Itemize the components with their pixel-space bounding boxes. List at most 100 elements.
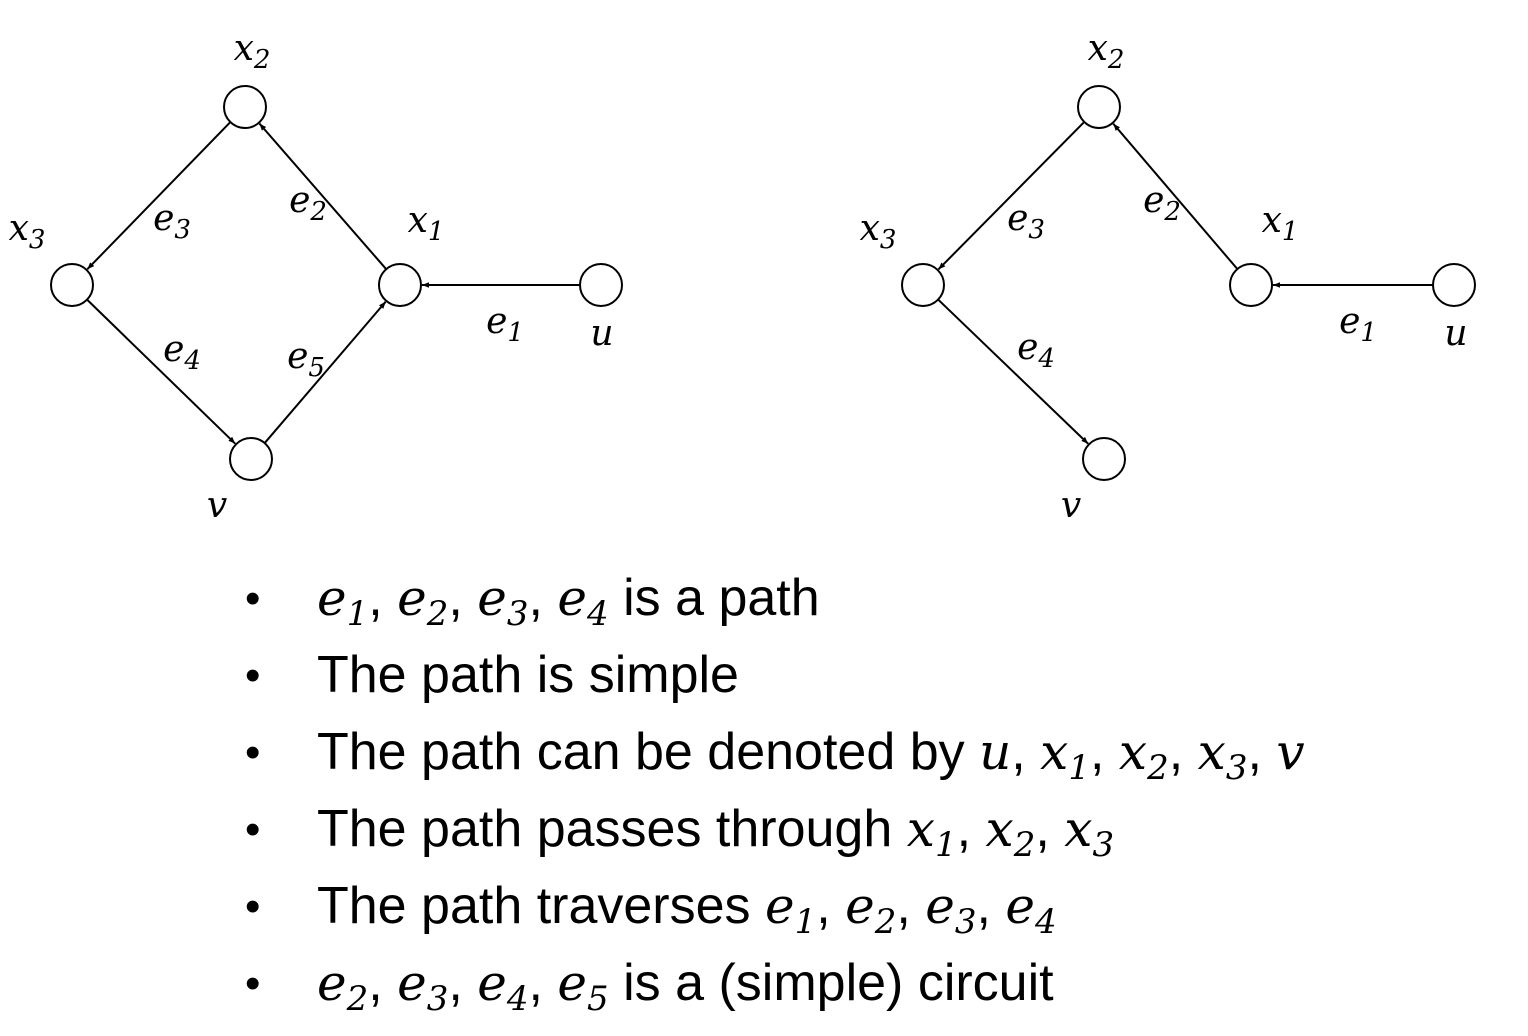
math-symbol: e3	[397, 954, 448, 1016]
node-v	[1082, 437, 1126, 481]
edge-label-e4: e4	[163, 329, 201, 376]
bullet-text: is a (simple) circuit	[608, 954, 1054, 1012]
bullet-text: The path is simple	[317, 646, 739, 704]
bullet-item: •e2, e3, e4, e5 is a (simple) circuit	[245, 945, 1305, 1022]
edge-e2-arrow	[258, 122, 387, 270]
math-variable: x	[985, 800, 1014, 858]
math-symbol: e4	[477, 954, 528, 1016]
node-label-v: v	[207, 485, 227, 526]
bullet-text: The path passes through	[317, 800, 907, 858]
math-symbol: x1	[1040, 723, 1090, 785]
edge-label-e2: e2	[289, 180, 327, 227]
edge-label-e1: e1	[486, 301, 524, 348]
math-symbol: v	[1276, 723, 1304, 781]
edge-label-e5: e5	[287, 336, 325, 383]
math-symbol: e3	[925, 877, 976, 939]
math-subscript: 2	[426, 594, 449, 634]
bullet-dot-icon: •	[245, 882, 261, 931]
math-subscript: 3	[426, 979, 449, 1019]
math-variable: e	[557, 954, 588, 1012]
node-label-x3: x3	[9, 208, 46, 255]
math-variable: x	[1118, 723, 1148, 781]
edge-e4-arrow	[937, 298, 1089, 445]
math-variable: e	[765, 877, 795, 935]
edge-e3-arrow	[86, 121, 232, 270]
bullet-text: ,	[1090, 723, 1119, 781]
bullet-dot-icon: •	[245, 574, 261, 623]
node-label-u: u	[590, 313, 613, 354]
node-x1	[1229, 263, 1273, 307]
bullet-dot-icon: •	[245, 959, 261, 1008]
math-variable: e	[317, 954, 347, 1012]
math-subscript: 2	[346, 979, 369, 1019]
node-u	[1432, 263, 1476, 307]
math-symbol: e4	[557, 569, 608, 631]
math-symbol: e4	[1005, 877, 1056, 939]
math-subscript: 4	[587, 594, 609, 634]
edge-label-e3: e3	[153, 198, 191, 245]
math-symbol: e5	[557, 954, 608, 1016]
bullet-text: ,	[1035, 800, 1065, 858]
math-variable: v	[1276, 723, 1305, 781]
math-symbol: x3	[1198, 723, 1248, 785]
math-subscript: 5	[587, 979, 609, 1019]
math-variable: e	[1005, 877, 1036, 935]
math-subscript: 3	[1225, 748, 1248, 788]
bullet-item: •e1, e2, e3, e4 is a path	[245, 560, 1305, 637]
bullet-text: ,	[976, 877, 1006, 935]
bullet-item: • The path is simple	[245, 637, 1305, 714]
bullet-text: ,	[1011, 723, 1041, 781]
node-x3	[50, 263, 94, 307]
bullet-text: is a path	[608, 569, 820, 627]
node-label-x1: x1	[1262, 200, 1299, 247]
edge-label-e4: e4	[1017, 327, 1055, 374]
math-subscript: 4	[1035, 902, 1057, 942]
math-subscript: 2	[874, 902, 897, 942]
edge-label-e3: e3	[1007, 198, 1045, 245]
node-label-x2: x2	[1088, 28, 1125, 75]
math-variable: e	[477, 954, 507, 1012]
bullet-text: ,	[896, 877, 926, 935]
math-symbol: x2	[1118, 723, 1169, 785]
math-subscript: 3	[1092, 825, 1115, 865]
bullet-item: •The path traverses e1, e2, e3, e4	[245, 868, 1305, 945]
bullet-text: ,	[368, 954, 398, 1012]
math-symbol: e1	[765, 877, 816, 939]
bullet-text: ,	[956, 800, 986, 858]
node-x3	[901, 263, 945, 307]
math-symbol: e3	[477, 569, 528, 631]
edge-e3-arrow	[937, 121, 1085, 271]
bullet-dot-icon: •	[245, 651, 261, 700]
bullet-list: •e1, e2, e3, e4 is a path•The path is si…	[245, 560, 1305, 1022]
math-symbol: e1	[317, 569, 368, 631]
math-subscript: 1	[934, 825, 957, 865]
node-v	[229, 437, 273, 481]
edge-e2-arrow	[1112, 123, 1239, 270]
math-variable: e	[845, 877, 875, 935]
bullet-dot-icon: •	[245, 805, 261, 854]
bullet-text: ,	[448, 569, 478, 627]
math-variable: e	[557, 569, 588, 627]
bullet-dot-icon: •	[245, 728, 261, 777]
edge-label-e2: e2	[1143, 180, 1181, 227]
bullet-text: The path traverses	[317, 877, 765, 935]
node-x1	[378, 263, 422, 307]
math-variable: e	[477, 569, 507, 627]
math-symbol: e2	[845, 877, 896, 939]
edge-e5-arrow	[263, 301, 387, 444]
bullet-text: ,	[816, 877, 846, 935]
math-subscript: 2	[1013, 825, 1036, 865]
math-subscript: 1	[346, 594, 369, 634]
node-label-v: v	[1061, 485, 1081, 526]
math-variable: x	[1064, 800, 1093, 858]
bullet-text: The path can be denoted by	[317, 723, 980, 781]
bullet-text: ,	[368, 569, 398, 627]
math-symbol: x3	[1064, 800, 1114, 862]
node-label-u: u	[1444, 313, 1467, 354]
node-x2	[223, 85, 267, 129]
math-variable: x	[906, 800, 935, 858]
math-variable: e	[317, 569, 347, 627]
